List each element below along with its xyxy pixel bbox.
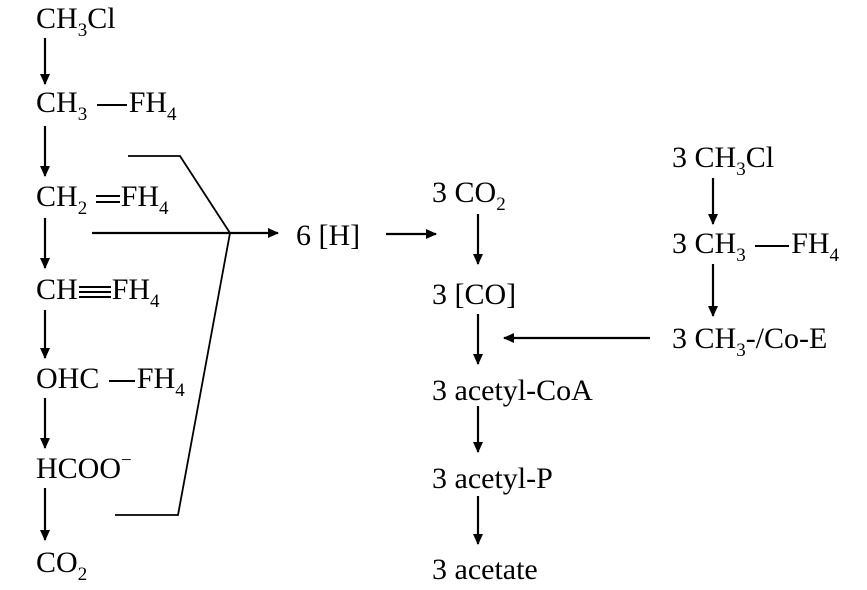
single-bond bbox=[755, 245, 790, 248]
center-co2: 3 CO2 bbox=[432, 176, 506, 216]
bracket-bottom bbox=[115, 232, 231, 516]
left-ch2-fh4: CH2 FH4 bbox=[36, 180, 169, 220]
right-ch3-co-e: 3 CH3-/Co-E bbox=[672, 322, 828, 362]
single-bond bbox=[108, 380, 135, 383]
center-acetyl-coa: 3 acetyl-CoA bbox=[432, 374, 593, 407]
right-ch3-fh4: 3 CH3 FH4 bbox=[672, 227, 840, 267]
left-co2: CO2 bbox=[36, 546, 88, 586]
left-hcoo: HCOO− bbox=[36, 450, 132, 485]
center-acetyl-p: 3 acetyl-P bbox=[432, 462, 553, 495]
double-bond bbox=[95, 195, 120, 204]
reducing-equivalents: 6 [H] bbox=[296, 219, 361, 252]
single-bond bbox=[96, 104, 127, 107]
left-ohc-fh4: OHC FH4 bbox=[36, 362, 185, 402]
left-ch3-fh4: CH3 FH4 bbox=[36, 86, 177, 126]
center-co: 3 [CO] bbox=[432, 278, 517, 311]
left-ch3cl: CH3Cl bbox=[36, 2, 116, 42]
triple-bond bbox=[78, 286, 111, 299]
bracket-top bbox=[128, 155, 231, 234]
right-ch3cl: 3 CH3Cl bbox=[672, 141, 775, 181]
center-acetate: 3 acetate bbox=[432, 553, 538, 586]
